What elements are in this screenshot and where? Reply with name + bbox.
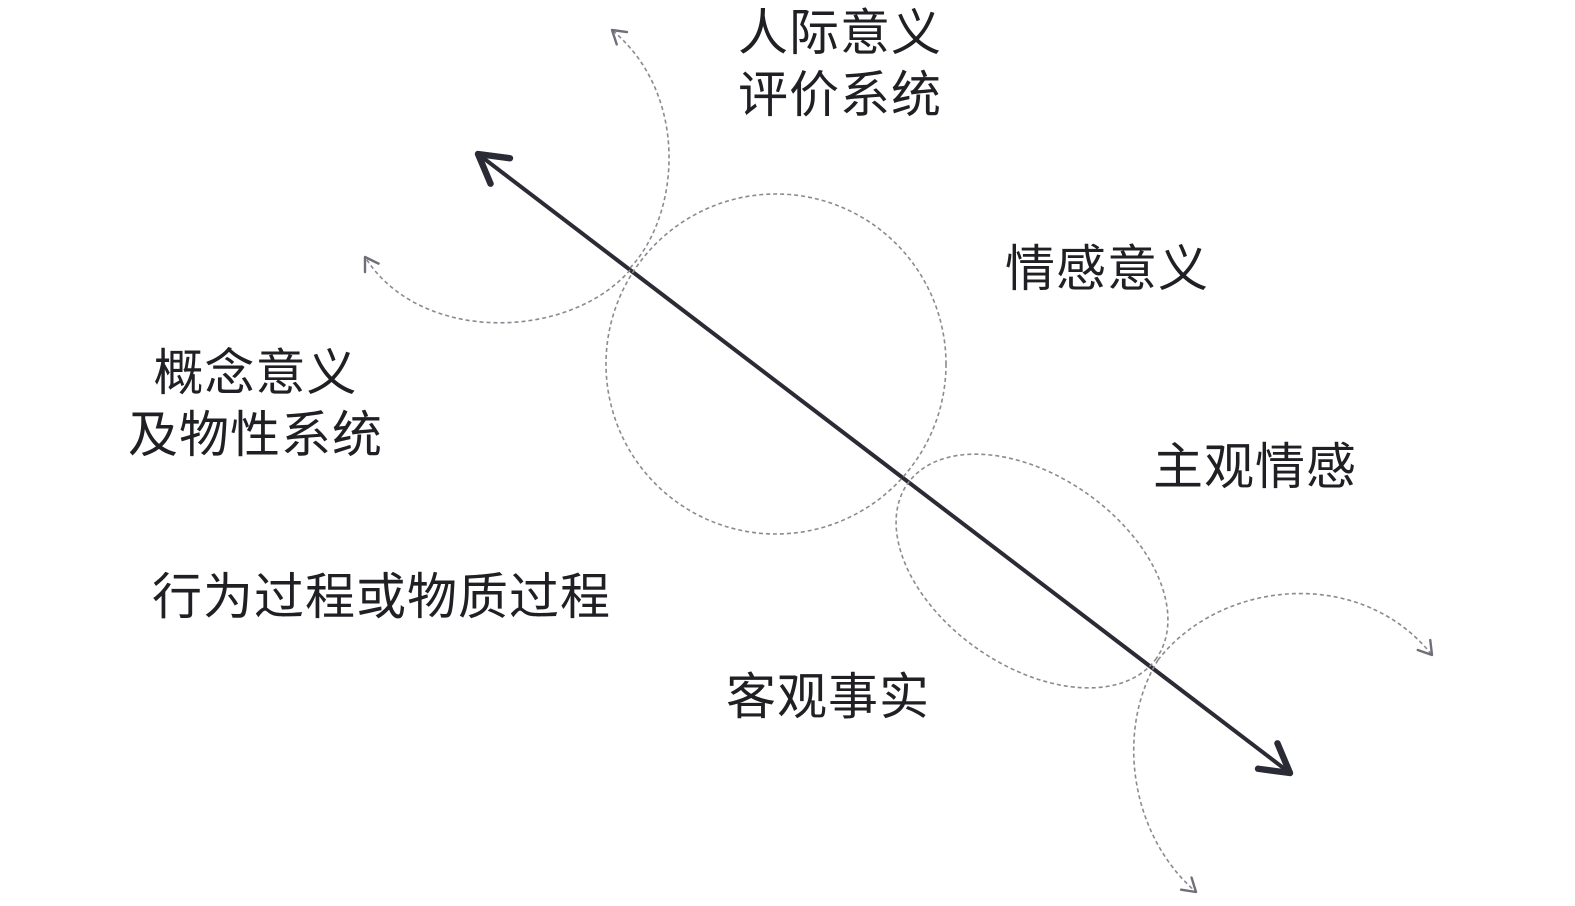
bottom-curved-arrow [1133, 659, 1198, 894]
subjective-emotion-label: 主观情感 [1153, 438, 1357, 496]
conceptual-meaning-label: 概念意义 及物性系统 [128, 342, 383, 466]
upper-curved-arrow [610, 28, 670, 269]
process-label: 行为过程或物质过程 [152, 568, 611, 626]
interpersonal-meaning-label: 人际意义 评价系统 [738, 2, 942, 126]
right-curved-arrow [1157, 592, 1434, 661]
emotional-meaning-label: 情感意义 [1005, 240, 1209, 298]
subjective-emotion-ellipse [895, 453, 1169, 689]
appraisal-system-line: 评价系统 [738, 66, 942, 124]
conceptual-meaning-line: 概念意义 [153, 344, 358, 402]
emotion-meaning-circle [605, 193, 947, 535]
transitivity-system-line: 及物性系统 [128, 406, 383, 464]
left-curved-arrow [363, 255, 631, 324]
interpersonal-meaning-line: 人际意义 [738, 4, 942, 62]
objective-fact-label: 客观事实 [726, 668, 930, 726]
main-axis-arrow [474, 150, 1294, 777]
